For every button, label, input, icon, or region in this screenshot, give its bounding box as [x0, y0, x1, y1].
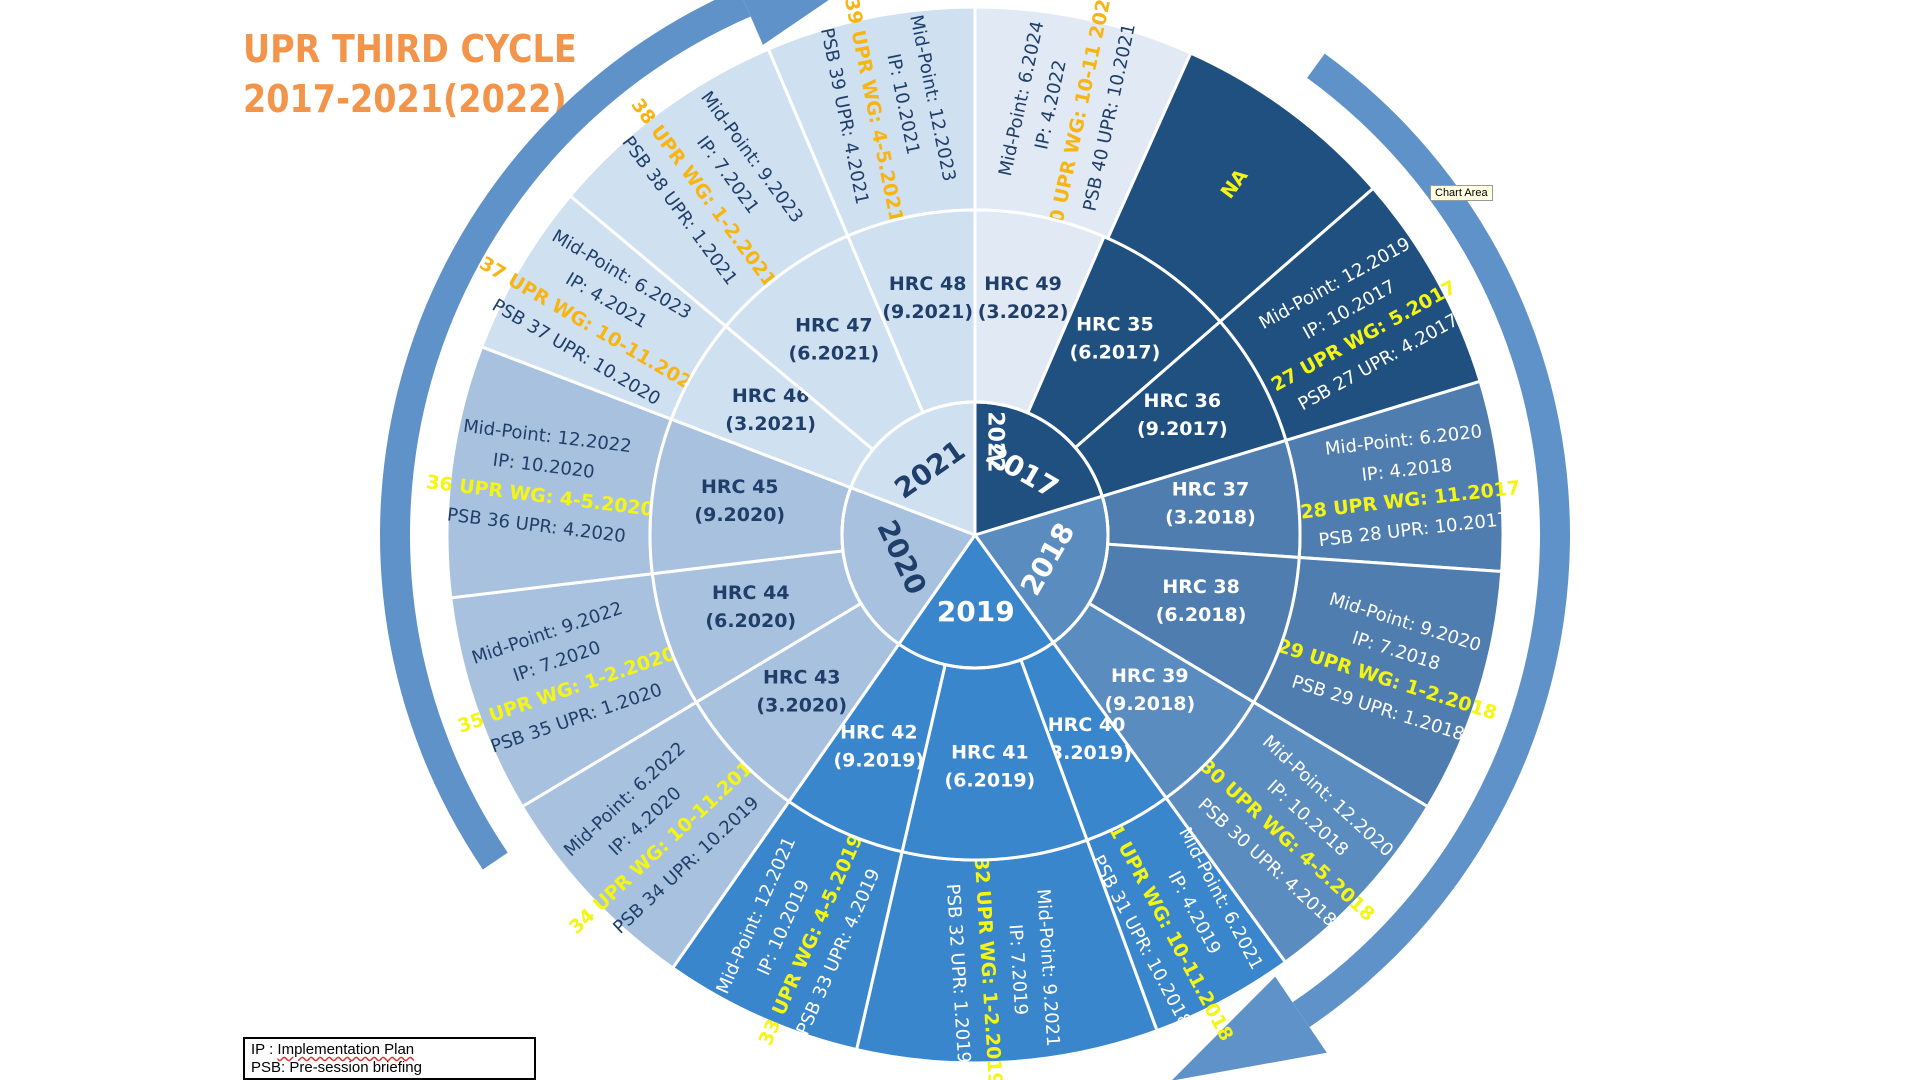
hrc-session-date: (9.2020): [694, 504, 785, 526]
hrc-session-name: HRC 47: [795, 315, 873, 337]
legend-line-ip: IP : Implementation Plan: [251, 1041, 528, 1059]
abbreviation-legend: IP : Implementation Plan PSB: Pre-sessio…: [243, 1037, 536, 1080]
hrc-sector-hrc-43[interactable]: HRC 43 (3.2020): [694, 601, 901, 804]
hrc-session-name: HRC 48: [889, 273, 967, 295]
hrc-session-date: (6.2018): [1156, 604, 1247, 626]
title-line-2: 2017-2021(2022): [243, 77, 567, 121]
hrc-session-name: HRC 45: [701, 476, 779, 498]
hrc-session-name: HRC 41: [951, 742, 1029, 764]
chart-area-tooltip: Chart Area: [1430, 185, 1493, 201]
chart-title: UPR THIRD CYCLE 2017-2021(2022): [243, 24, 577, 124]
hrc-session-name: HRC 44: [712, 582, 790, 604]
hrc-session-name: HRC 40: [1048, 714, 1126, 736]
legend-ip-term: Implementation Plan: [277, 1041, 415, 1058]
hrc-session-name: HRC 46: [732, 385, 810, 407]
hrc-session-date: (3.2018): [1165, 506, 1256, 528]
hrc-session-date: (3.2019): [1041, 742, 1132, 764]
hrc-sector-hrc-37[interactable]: HRC 37 (3.2018): [1100, 438, 1302, 560]
year-ring-border: [840, 400, 1110, 670]
hrc-sector-hrc-48[interactable]: HRC 48 (9.2021): [845, 208, 977, 415]
hrc-session-name: HRC 42: [840, 722, 918, 744]
hrc-session-name: HRC 39: [1111, 665, 1189, 687]
hrc-session-name: HRC 36: [1144, 390, 1222, 412]
legend-ip-prefix: IP :: [251, 1041, 278, 1058]
hrc-session-date: (6.2019): [945, 770, 1036, 792]
hrc-session-date: (6.2017): [1070, 342, 1161, 364]
hrc-session-name: HRC 43: [763, 667, 841, 689]
hrc-session-date: (6.2021): [789, 343, 880, 365]
hrc-session-date: (3.2020): [756, 695, 847, 717]
hrc-session-date: (3.2021): [725, 413, 816, 435]
hrc-session-date: (9.2018): [1104, 693, 1195, 715]
hrc-session-date: (9.2019): [833, 750, 924, 772]
right-cycle-arrow-head-icon: [1172, 976, 1327, 1080]
left-cycle-arrow-body: [380, 0, 751, 870]
hrc-session-date: (9.2021): [882, 301, 973, 323]
right-cycle-arrow-body: [1292, 53, 1570, 1028]
legend-line-psb: PSB: Pre-session briefing: [251, 1059, 422, 1076]
year-label-2019: 2019: [937, 595, 1015, 628]
cycle-arrows: [380, 0, 1570, 1080]
hrc-session-date: (9.2017): [1137, 418, 1228, 440]
hrc-session-name: HRC 37: [1172, 478, 1250, 500]
left-cycle-arrow-head-icon: [743, 0, 829, 45]
hrc-session-name: HRC 49: [984, 273, 1062, 295]
hrc-session-date: (3.2022): [978, 301, 1069, 323]
hrc-session-date: (6.2020): [705, 610, 796, 632]
hrc-sector-hrc-46[interactable]: HRC 46 (3.2021): [669, 324, 876, 490]
hrc-session-ring: HRC 49 (3.2022) HRC 35 (6.2017) HRC 36 (9.201…: [648, 208, 1302, 862]
hrc-session-name: HRC 35: [1076, 314, 1154, 336]
hrc-session-name: HRC 38: [1162, 576, 1240, 598]
year-label-2022: 2022: [982, 411, 1007, 472]
title-line-1: UPR THIRD CYCLE: [243, 27, 577, 71]
hrc-sector-hrc-45[interactable]: HRC 45 (9.2020): [648, 417, 853, 576]
